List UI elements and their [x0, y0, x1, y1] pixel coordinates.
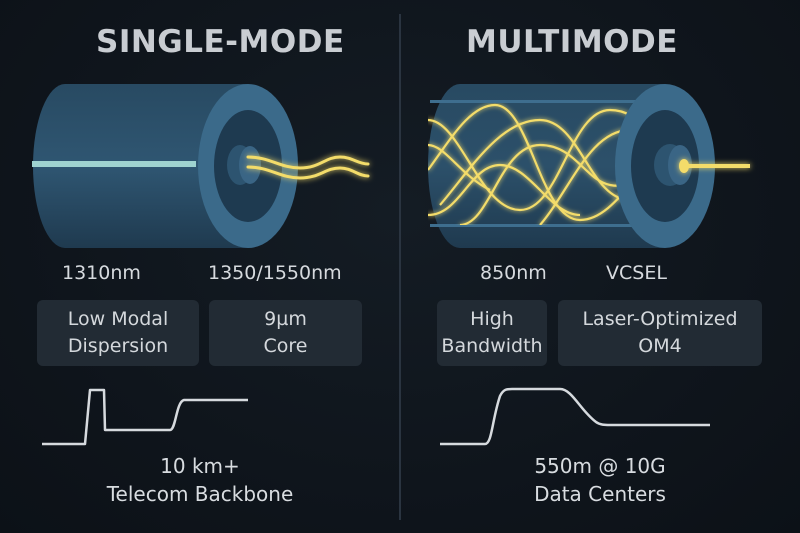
feature-box: Laser-Optimized OM4 — [558, 300, 762, 366]
distance-text: 10 km+ — [160, 454, 240, 478]
feature-line: Laser-Optimized — [582, 308, 738, 330]
feature-line: High — [470, 308, 514, 330]
feature-line: 9µm — [264, 308, 307, 330]
multimode-summary: 550m @ 10G Data Centers — [400, 452, 800, 508]
feature-line: OM4 — [638, 335, 682, 357]
multimode-fiber-icon — [428, 84, 750, 248]
center-divider — [399, 14, 401, 520]
source-label: VCSEL — [606, 262, 667, 284]
pulse-waveform-icon — [42, 388, 248, 446]
distance-text: 550m @ 10G — [534, 454, 666, 478]
pulse-waveform-icon — [440, 387, 710, 446]
multimode-panel: MULTIMODE — [400, 0, 800, 533]
wavelength-label: 1350/1550nm — [208, 262, 342, 284]
feature-box: 9µm Core — [209, 300, 362, 366]
feature-line: Low Modal — [67, 308, 169, 330]
feature-line: Bandwidth — [441, 335, 543, 357]
feature-line: Core — [263, 335, 308, 357]
feature-box: High Bandwidth — [437, 300, 547, 366]
single-mode-summary: 10 km+ Telecom Backbone — [0, 452, 400, 508]
single-mode-fiber-icon — [32, 84, 370, 248]
wavelength-label: 1310nm — [62, 262, 141, 284]
wavelength-label: 850nm — [480, 262, 547, 284]
use-case-text: Data Centers — [534, 482, 666, 506]
multimode-title: MULTIMODE — [466, 24, 678, 60]
feature-line: Dispersion — [67, 335, 169, 357]
single-mode-panel: SINGLE-MODE 1310nm 1350/1550nm — [0, 24, 400, 508]
single-mode-title: SINGLE-MODE — [96, 24, 345, 60]
use-case-text: Telecom Backbone — [106, 482, 294, 506]
feature-box: Low Modal Dispersion — [37, 300, 199, 366]
